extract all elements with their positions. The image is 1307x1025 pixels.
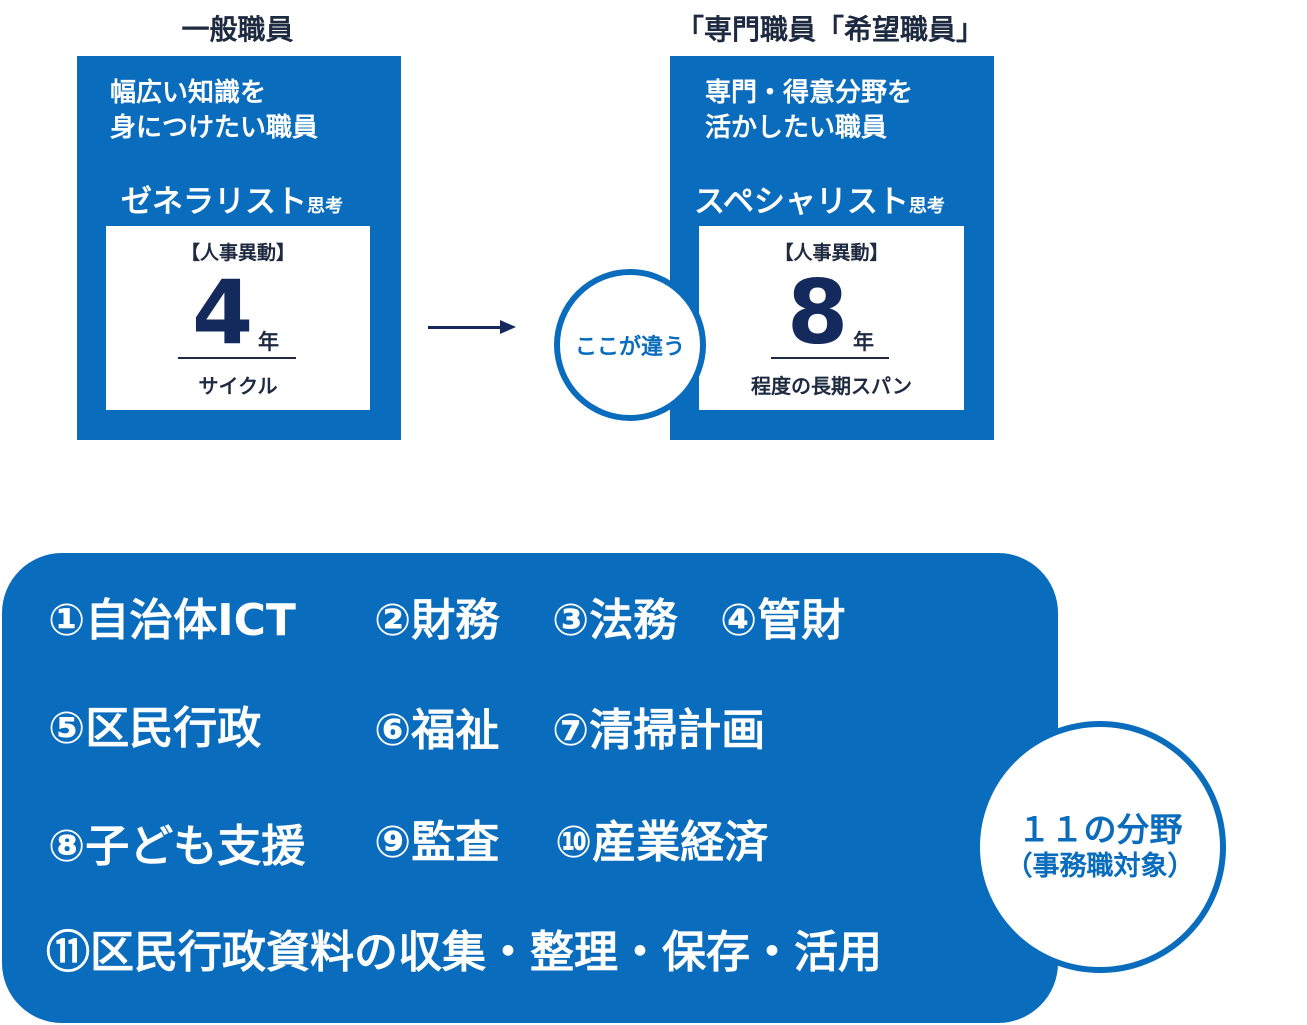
field-item-3: ③法務 <box>552 595 678 646</box>
general-years-rule <box>178 357 296 359</box>
field-item-10: ⑩産業経済 <box>555 817 769 868</box>
specialist-years-caption: 程度の長期スパン <box>751 374 912 398</box>
field-item-11: ⑪区民行政資料の収集・整理・保存・活用 <box>46 927 882 978</box>
field-item-6: ⑥福祉 <box>374 705 500 756</box>
specialist-transfer-box: 【人事異動】 8 年 程度の長期スパン <box>699 226 964 410</box>
specialist-suffix: 思考 <box>908 196 945 217</box>
field-count-circle: １１の分野 （事務職対象） <box>974 721 1226 973</box>
specialist-years-unit: 年 <box>853 330 874 354</box>
specialist-staff-heading: 「専門職員「希望職員」 <box>675 13 984 46</box>
arrow-line <box>428 326 502 329</box>
general-staff-description: 幅広い知識を 身につけたい職員 <box>110 76 318 146</box>
generalist-suffix: 思考 <box>307 196 343 217</box>
specialist-desc-line-2: 活かしたい職員 <box>705 113 888 143</box>
field-item-9: ⑨監査 <box>374 817 500 868</box>
generalist-thinking-label: ゼネラリスト思考 <box>121 176 343 221</box>
field-item-1: ①自治体ICT <box>48 595 296 646</box>
specialist-transfer-label: 【人事異動】 <box>774 242 889 264</box>
field-count-sub: （事務職対象） <box>1005 851 1195 882</box>
field-item-5: ⑤区民行政 <box>48 703 262 754</box>
field-item-4: ④管財 <box>720 595 846 646</box>
general-years-unit: 年 <box>258 330 279 354</box>
difference-label: ここが違う <box>574 335 685 360</box>
field-item-7: ⑦清掃計画 <box>552 705 766 756</box>
general-transfer-box: 【人事異動】 4 年 サイクル <box>106 226 370 410</box>
difference-circle: ここが違う <box>554 269 706 421</box>
specialist-thinking-label: スペシャリスト思考 <box>694 176 945 221</box>
general-desc-line-2: 身につけたい職員 <box>110 113 319 143</box>
fields-panel <box>2 553 1058 1023</box>
specialist-years-number: 8 <box>787 261 849 364</box>
specialist-desc-line-1: 専門・得意分野を <box>705 78 914 108</box>
specialist-staff-card: 専門・得意分野を 活かしたい職員 スペシャリスト思考 【人事異動】 8 年 程度… <box>670 56 994 440</box>
general-staff-card: 幅広い知識を 身につけたい職員 ゼネラリスト思考 【人事異動】 4 年 サイクル <box>77 56 401 440</box>
specialist-label: スペシャリスト <box>694 184 909 220</box>
general-years-caption: サイクル <box>198 374 278 398</box>
arrow-right-icon <box>500 320 516 334</box>
general-years-number: 4 <box>192 261 254 364</box>
general-desc-line-1: 幅広い知識を <box>110 78 267 108</box>
general-transfer-label: 【人事異動】 <box>180 242 295 264</box>
field-item-8: ⑧子ども支援 <box>48 821 306 872</box>
specialist-years-rule <box>771 357 889 359</box>
field-item-2: ②財務 <box>374 595 500 646</box>
specialist-staff-description: 専門・得意分野を 活かしたい職員 <box>705 76 913 146</box>
generalist-label: ゼネラリスト <box>121 184 307 220</box>
general-staff-heading: 一般職員 <box>181 13 294 46</box>
field-count-main: １１の分野 <box>1017 810 1183 849</box>
